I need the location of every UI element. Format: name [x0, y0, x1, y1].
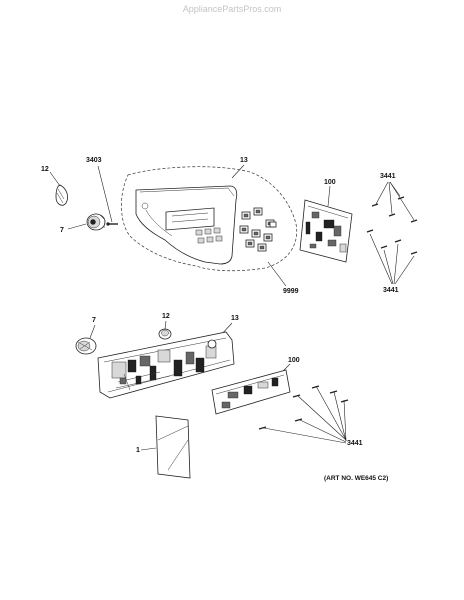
callout-knob-bottom: 7 — [92, 317, 96, 324]
callout-manual: 1 — [136, 447, 140, 454]
manual-part[interactable] — [155, 415, 191, 479]
screw-part-top[interactable] — [106, 222, 119, 226]
screws-top-upper[interactable] — [371, 181, 418, 223]
leader-kit — [267, 261, 287, 287]
control-board-part-bottom[interactable] — [211, 369, 291, 415]
art-number: (ART NO. WE645 C2) — [324, 475, 388, 482]
leader-board-top — [327, 185, 331, 207]
leader-cap-top — [49, 171, 61, 187]
callout-cap-bottom: 12 — [162, 313, 170, 320]
callout-screws-top-upper: 3441 — [380, 173, 396, 180]
leader-console-top — [231, 164, 245, 179]
leader-cap-bottom — [164, 320, 167, 330]
knob-part-bottom[interactable] — [75, 337, 97, 355]
leader-knob-top — [67, 223, 87, 230]
callout-kit: 9999 — [283, 288, 299, 295]
callout-cap-top: 12 — [41, 166, 49, 173]
screws-top-lower[interactable] — [366, 229, 418, 285]
cap-part-top[interactable] — [55, 184, 68, 206]
callout-board-top: 100 — [324, 179, 336, 186]
callout-screw-top: 3403 — [86, 157, 102, 164]
kit-outline — [121, 166, 298, 272]
console-part-top[interactable] — [135, 185, 238, 265]
callout-screws-top-lower: 3441 — [383, 287, 399, 294]
callout-screws-bottom: 3441 — [347, 440, 363, 447]
leader-manual — [140, 447, 157, 451]
callout-knob-top: 7 — [60, 227, 64, 234]
control-board-part-top[interactable] — [299, 199, 353, 263]
leader-screw-top — [97, 165, 113, 223]
callout-console-top: 13 — [240, 157, 248, 164]
console-part-bottom[interactable] — [97, 331, 235, 399]
leader-knob-bottom — [89, 324, 96, 339]
watermark: AppliancePartsPros.com — [182, 4, 282, 14]
cap-part-bottom[interactable] — [158, 328, 172, 340]
button-keys-top[interactable] — [239, 207, 277, 252]
knob-part-top[interactable] — [86, 213, 106, 231]
callout-console-bottom: 13 — [231, 315, 239, 322]
screws-bottom[interactable] — [258, 385, 349, 444]
callout-board-bottom: 100 — [288, 357, 300, 364]
